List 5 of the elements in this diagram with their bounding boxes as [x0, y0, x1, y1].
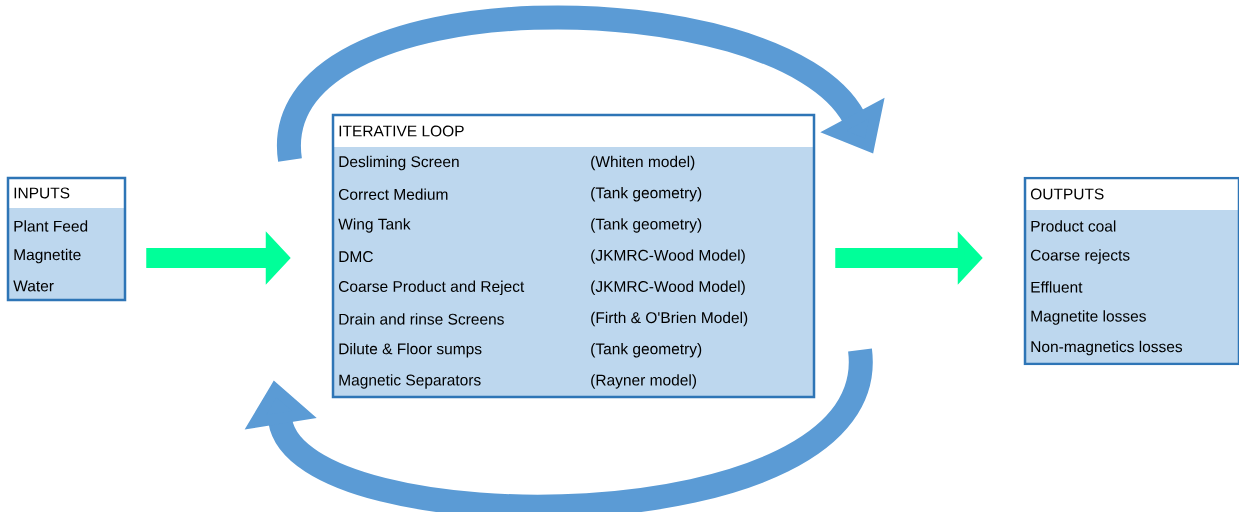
table-box: OUTPUTS Product coal Coarse rejects Effluent Magnetite losses Non-magnetics losses: [1023, 176, 1239, 366]
table-box: INPUTS Plant Feed Magnetite Water: [6, 176, 127, 302]
block-arrow: [244, 348, 872, 512]
block-arrow: [278, 5, 885, 162]
table-box: ITERATIVE LOOP Desliming Screen (Whiten model) Correct Medium (Tank geometry) Wing Tank (Tank geometry) DMC (JKMRC-Wood Model) Coarse Product and Reject (JKMRC-Wood Model) Drain and rinse Screens (Firth & O'Brien Model) Dilute & Floor sumps (Tank geometry) Magnetic Separators (Rayner model): [331, 113, 816, 399]
